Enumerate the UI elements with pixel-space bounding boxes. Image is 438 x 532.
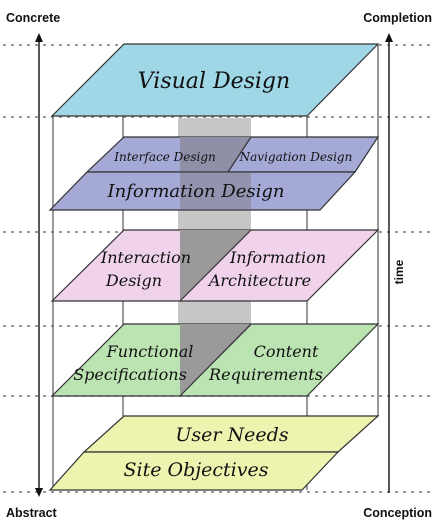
strategy-plane: User Needs Site Objectives [48,415,380,491]
site-objectives-label: Site Objectives [124,459,269,481]
content-label-1: Content [254,342,319,361]
visual-design-layer [50,43,380,117]
time-label: time [392,259,406,284]
site-objectives-layer [48,451,340,491]
interaction-label-1: Interaction [100,248,191,267]
skeleton-plane: Interaction Design Information Architect… [50,229,380,302]
concrete-label: Concrete [6,11,60,25]
functional-label-1: Functional [106,342,194,361]
surface-plane: Visual Design [50,43,380,117]
arrow-down-icon [35,488,43,497]
navigation-design-label: Navigation Design [239,150,353,164]
user-needs-label: User Needs [175,424,288,446]
content-label-2: Requirements [208,365,323,384]
functional-label-2: Specifications [73,365,187,384]
structure-band-bottom [180,173,251,209]
completion-label: Completion [363,11,432,25]
ia-label-2: Architecture [207,271,311,290]
arrow-up-icon [35,33,43,42]
structure-plane: Interface Design Navigation Design Infor… [48,136,380,211]
scope-divider [179,323,252,397]
scope-plane: Functional Specifications Content Requir… [50,323,380,397]
information-design-label: Information Design [107,181,285,202]
skeleton-divider [179,229,252,302]
abstract-label: Abstract [6,506,58,520]
visual-design-label: Visual Design [138,69,290,94]
ia-label-1: Information [229,248,326,267]
arrow-up-icon [385,33,393,42]
structure-divider [227,136,252,173]
interface-design-label: Interface Design [113,150,216,164]
interaction-label-2: Design [105,271,162,290]
right-axis: time [385,33,406,493]
conception-label: Conception [363,506,432,520]
left-axis [35,33,43,497]
